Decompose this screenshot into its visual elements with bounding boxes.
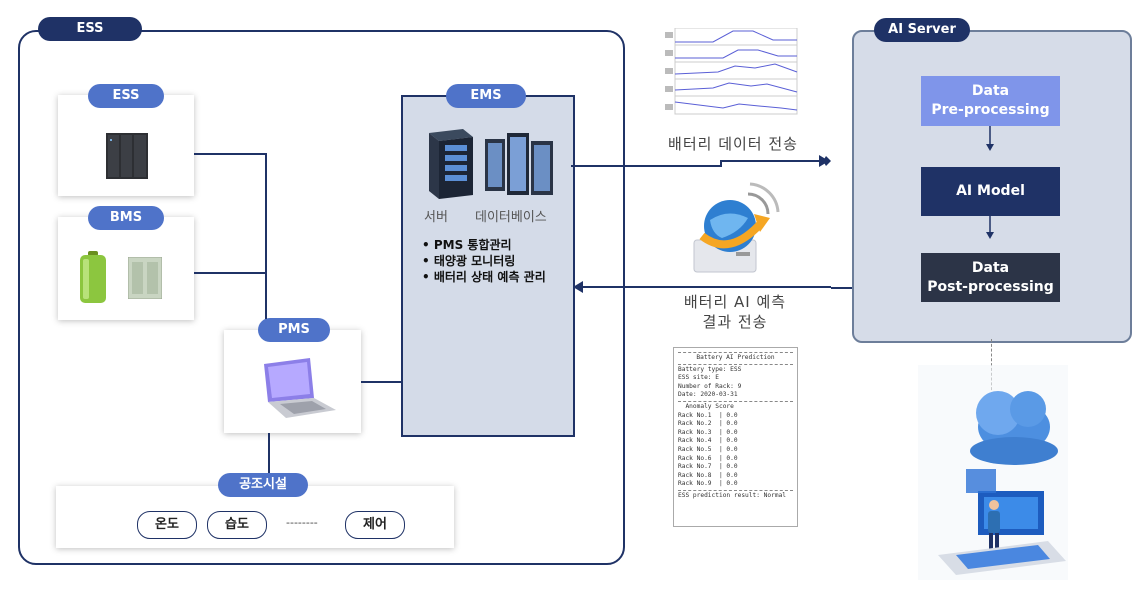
bms-device-icon [128,257,162,299]
ems-feature-list: • PMS 통합관리 • 태양광 모니터링 • 배터리 상태 예측 관리 [422,237,546,285]
chip-humidity: 습도 [207,511,267,539]
report-battery-type: Battery type: ESS [678,365,742,373]
battery-data-graph [665,28,798,115]
ai-flow-arrows [986,126,994,239]
prediction-report: Battery AI Prediction Battery type: ESS … [673,347,798,527]
hvac-title-pill: 공조시설 [218,473,308,497]
database-label: 데이터베이스 [475,210,547,225]
server-label: 서버 [424,210,448,225]
ems-title-pill: EMS [446,84,526,108]
ai-model-block: AI Model [921,167,1060,216]
preprocessing-line2: Pre-processing [931,102,1050,118]
report-row: Rack No.8 | 0.0 [678,471,738,479]
connector-line [831,287,853,289]
transmitter-icon [693,182,780,273]
transfer-arrows [571,155,831,293]
postprocessing-block: Data Post-processing [921,253,1060,302]
database-icon [485,133,553,195]
report-row: Rack No.4 | 0.0 [678,437,738,445]
ems-feature-item: • 태양광 모니터링 [422,254,516,268]
ess-card-pill: ESS [88,84,164,108]
chip-temperature: 온도 [137,511,197,539]
upload-arrow-line [571,160,826,167]
report-heading: Battery AI Prediction [696,354,775,361]
ess-card [58,95,194,196]
ess-cabinet-icon [106,133,148,179]
connector-line [265,153,267,319]
connector-line [268,433,270,476]
pms-card [224,330,361,433]
download-label-line2: 결과 전송 [702,313,768,331]
chip-ellipsis: -------- [286,516,318,529]
report-ess-site: ESS site: E [678,374,719,382]
ess-title-pill: ESS [38,17,142,41]
download-label: 배터리 AI 예측 결과 전송 [660,292,810,332]
chip-control: 제어 [345,511,405,539]
download-label-line1: 배터리 AI 예측 [683,293,787,311]
download-arrow-head [573,281,583,293]
report-rack-count: Number of Rack: 9 [678,382,742,390]
connector-line [361,381,401,383]
report-date: Date: 2020-03-31 [678,391,738,399]
postprocessing-line2: Post-processing [927,278,1054,295]
report-row: Rack No.7 | 0.0 [678,463,738,471]
bms-card [58,217,194,320]
preprocessing-line1: Data [971,83,1010,99]
report-row: Rack No.6 | 0.0 [678,454,738,462]
battery-icon [80,251,106,303]
ems-feature-item: • 배터리 상태 예측 관리 [422,270,546,284]
report-row: Rack No.1 | 0.0 [678,411,738,419]
pms-card-pill: PMS [258,318,330,342]
report-row: Rack No.2 | 0.0 [678,420,738,428]
connector-line [194,272,266,274]
report-row: Rack No.9 | 0.0 [678,480,738,488]
upload-label: 배터리 데이터 전송 [668,135,798,153]
ems-feature-item: • PMS 통합관리 [422,238,512,252]
server-icon [429,129,473,199]
postprocessing-line1: Data [971,259,1010,276]
bms-card-pill: BMS [88,206,164,230]
preprocessing-block: Data Pre-processing [921,76,1060,126]
report-result: ESS prediction result: Normal [678,491,787,499]
report-row: Rack No.5 | 0.0 [678,445,738,453]
report-row: Rack No.3 | 0.0 [678,428,738,436]
laptop-icon [264,358,336,418]
connector-line [194,153,266,155]
cloud-computing-illustration [918,365,1068,580]
report-score-header: Anomaly Score [678,402,734,410]
ai-server-title-pill: AI Server [874,18,970,42]
